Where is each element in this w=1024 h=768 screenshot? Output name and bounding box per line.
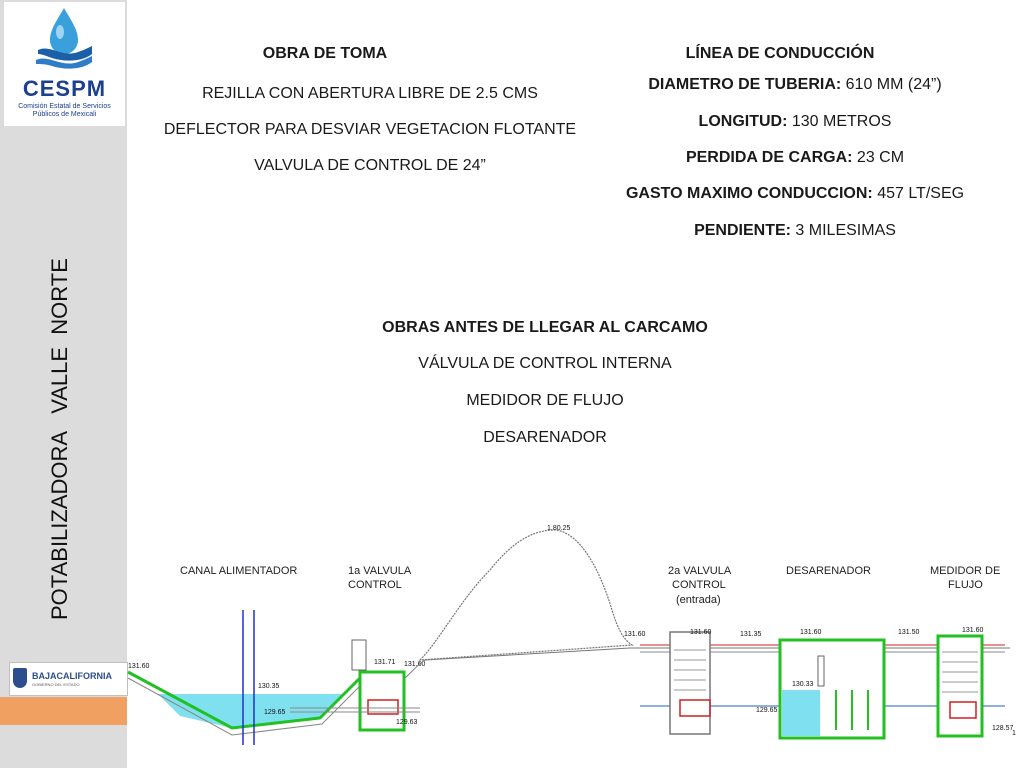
obra-de-toma-item: REJILLA CON ABERTURA LIBRE DE 2.5 CMS: [202, 85, 538, 102]
logo-name: CESPM: [22, 76, 107, 101]
svg-text:131.60: 131.60: [404, 661, 426, 668]
label-valvula1-b: CONTROL: [348, 579, 402, 591]
canal-water: [158, 694, 345, 728]
svg-text:129.63: 129.63: [396, 719, 418, 726]
svg-text:130.33: 130.33: [792, 681, 814, 688]
obras-antes-item: MEDIDOR DE FLUJO: [466, 392, 624, 409]
obra-de-toma-item: VALVULA DE CONTROL DE 24”: [254, 157, 486, 174]
baja-california-logo: BAJACALIFORNIA GOBIERNO DEL ESTADO: [9, 662, 128, 696]
svg-text:129.65: 129.65: [756, 707, 778, 714]
vertical-page-title: POTABILIZADORA VALLE NORTE: [47, 258, 72, 620]
hydraulic-profile-drawing: 1.80.25 CANAL ALIMENTADOR 1a VALVULA CON…: [127, 525, 1016, 745]
obra-de-toma-heading: OBRA DE TOMA: [262, 45, 388, 62]
svg-text:131.60: 131.60: [800, 629, 822, 636]
obras-antes-heading: OBRAS ANTES DE LLEGAR AL CARCAMO: [382, 319, 708, 336]
obras-antes-item: VÁLVULA DE CONTROL INTERNA: [418, 355, 672, 372]
svg-text:131.35: 131.35: [740, 631, 762, 638]
svg-text:131.60: 131.60: [128, 663, 150, 670]
water-drop-icon: [36, 8, 92, 69]
label-valvula2-b: CONTROL: [672, 579, 726, 591]
spec-perdida: PERDIDA DE CARGA: 23 CM: [685, 149, 905, 166]
label-valvula2: 2a VALVULA: [668, 565, 732, 577]
spec-longitud: LONGITUD: 130 METROS: [698, 113, 892, 130]
obras-antes-item: DESARENADOR: [483, 429, 607, 446]
svg-text:130.35: 130.35: [258, 683, 280, 690]
label-valvula1: 1a VALVULA: [348, 565, 412, 577]
label-valvula2-c: (entrada): [676, 594, 721, 606]
svg-text:129.65: 129.65: [264, 709, 286, 716]
peak-elevation: 1.80.25: [547, 525, 570, 532]
shield-icon: [13, 668, 27, 688]
label-canal: CANAL ALIMENTADOR: [180, 565, 297, 577]
linea-conduccion-heading: LÍNEA DE CONDUCCIÓN: [685, 45, 875, 62]
svg-text:128.57: 128.57: [992, 725, 1014, 732]
label-medidor: MEDIDOR DE: [930, 565, 1000, 577]
spec-pendiente: PENDIENTE: 3 MILESIMAS: [694, 222, 896, 239]
svg-text:131.60: 131.60: [690, 629, 712, 636]
spec-gasto: GASTO MAXIMO CONDUCCION: 457 LT/SEG: [625, 185, 965, 202]
obra-de-toma-item: DEFLECTOR PARA DESVIAR VEGETACION FLOTAN…: [163, 121, 577, 138]
label-desarenador: DESARENADOR: [786, 565, 871, 577]
svg-text:131.50: 131.50: [898, 629, 920, 636]
logo-subtitle: Comisión Estatal de Servicios Públicos d…: [18, 103, 111, 118]
spec-diametro: DIAMETRO DE TUBERIA: 610 MM (24”): [648, 76, 942, 93]
page-number: 1: [1012, 730, 1016, 737]
svg-text:131.60: 131.60: [962, 627, 984, 634]
cespm-logo: CESPM Comisión Estatal de Servicios Públ…: [4, 2, 125, 126]
hill-profile: [418, 529, 634, 661]
svg-text:131.60: 131.60: [624, 631, 646, 638]
decorative-bar: [0, 697, 127, 725]
svg-text:131.71: 131.71: [374, 659, 396, 666]
label-medidor-b: FLUJO: [948, 579, 983, 591]
sidebar: CESPM Comisión Estatal de Servicios Públ…: [0, 0, 128, 768]
